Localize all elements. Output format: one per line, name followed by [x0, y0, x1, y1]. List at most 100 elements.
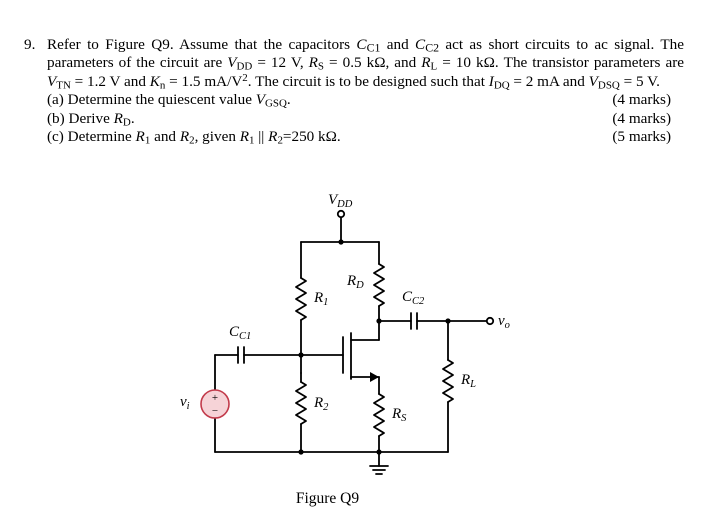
sub-tn: TN [56, 79, 71, 92]
resistor-r1 [295, 277, 307, 321]
figure-reference: Figure Q9 [105, 36, 170, 53]
resistor-r2 [295, 381, 307, 425]
label-rd: RD [346, 273, 364, 291]
sub-s: S [317, 60, 325, 73]
var-r: R [179, 128, 190, 146]
label-rl-main: R [460, 372, 470, 388]
sub-1: 1 [144, 134, 151, 147]
var-r: R [113, 109, 123, 127]
sub-2: 2 [189, 134, 195, 147]
sub-dsq: DSQ [597, 79, 620, 92]
label-vdd: VDD [328, 192, 353, 210]
ground-symbol [369, 465, 389, 475]
var-v: V [588, 72, 598, 90]
sub-l: L [430, 60, 438, 73]
part-text: || [254, 128, 269, 146]
text-segment: and [380, 36, 416, 53]
part-c: (c) Determine R1 and R2, given R1 || R2=… [47, 128, 684, 146]
label-vo-sub: o [505, 320, 510, 331]
label-r2: R2 [313, 395, 329, 413]
var-v: V [227, 54, 237, 72]
part-text: . [286, 91, 291, 109]
sup-2: 2 [242, 71, 248, 84]
figure-caption: Figure Q9 [295, 490, 360, 507]
junction-dot [298, 352, 304, 358]
label-cc2: CC2 [402, 289, 425, 307]
label-rl: RL [460, 372, 476, 390]
label-cc2-sub: C2 [412, 296, 425, 307]
wires [214, 209, 495, 475]
junction-dots [298, 239, 451, 455]
var-v: V [255, 91, 266, 109]
part-text: . [130, 109, 135, 127]
label-rs: RS [391, 406, 407, 424]
part-text: , given [194, 128, 240, 146]
text-segment: = 0.5 kΩ, and [324, 54, 422, 72]
var-r: R [135, 128, 145, 146]
label-rl-sub: L [469, 379, 476, 390]
vo-terminal [485, 316, 495, 326]
var-i: I [488, 72, 494, 90]
text-segment: = 12 V, [252, 54, 309, 72]
sub-dd: DD [236, 60, 253, 73]
part-text: (a) Determine the quiescent value [47, 91, 256, 109]
text-segment: = 1.2 V and [70, 72, 150, 90]
text-segment: = 2 mA and [509, 72, 589, 90]
junction-dot [376, 318, 382, 324]
var-v: V [47, 72, 57, 90]
marks-label: (4 marks) [612, 91, 671, 109]
text-segment: . The circuit is to be designed such tha… [247, 72, 489, 90]
resistor-rl [442, 359, 454, 403]
label-vdd-sub: DD [336, 199, 353, 210]
label-cc2-main: C [402, 289, 413, 305]
source-minus: − [212, 405, 218, 417]
label-rs-main: R [391, 406, 401, 422]
var-r: R [421, 54, 431, 72]
label-rd-sub: D [355, 280, 364, 291]
label-r2-main: R [313, 395, 323, 411]
label-vi: vi [180, 394, 190, 412]
text-segment: act as short circuits to ac signal. The … [47, 36, 685, 72]
label-vo: vo [498, 313, 510, 331]
question-paragraph: Refer to Figure Q9. Assume that the capa… [47, 36, 684, 91]
var-c: C [356, 36, 367, 53]
junction-dot [338, 239, 344, 245]
label-vdd-main: V [328, 192, 339, 208]
resistor-rd [373, 263, 385, 307]
label-rd-main: R [346, 273, 356, 289]
source-arrow-icon [370, 372, 379, 382]
text-segment: = 5 V. [619, 72, 660, 90]
label-vi-main: v [180, 394, 187, 410]
vdd-terminal [336, 209, 346, 219]
sub-2: 2 [277, 134, 283, 147]
resistor-rs [373, 393, 385, 437]
var-r: R [268, 128, 278, 146]
sub-dq: DQ [493, 79, 510, 92]
text-segment: = 10 kΩ. The transistor parameters are [437, 54, 684, 72]
label-vi-sub: i [187, 401, 190, 412]
sub-gsq: GSQ [265, 97, 287, 110]
text-segment: = 1.5 mA/V [165, 72, 243, 90]
label-r1: R1 [313, 290, 328, 308]
ac-source-icon [200, 389, 230, 419]
sub-c2: C2 [425, 40, 440, 55]
text-segment: Refer to [47, 36, 106, 53]
label-r1-main: R [313, 290, 323, 306]
junction-dot [445, 318, 451, 324]
part-text: (b) Derive [47, 109, 114, 127]
source-plus: + [212, 392, 218, 404]
var-c: C [415, 36, 426, 53]
part-text: and [150, 128, 180, 146]
label-cc1-sub: C1 [239, 331, 251, 342]
part-b: (b) Derive RD. (4 marks) [47, 110, 684, 128]
label-r1-sub: 1 [323, 297, 328, 308]
marks-label: (5 marks) [612, 128, 671, 146]
var-r: R [308, 54, 318, 72]
label-vo-main: v [498, 313, 505, 329]
part-text: (c) Determine [47, 128, 136, 146]
marks-label: (4 marks) [612, 109, 671, 127]
var-k: K [149, 72, 160, 90]
sub-d: D [122, 116, 131, 129]
part-text: =250 kΩ. [282, 128, 341, 146]
sub-c1: C1 [366, 40, 381, 55]
